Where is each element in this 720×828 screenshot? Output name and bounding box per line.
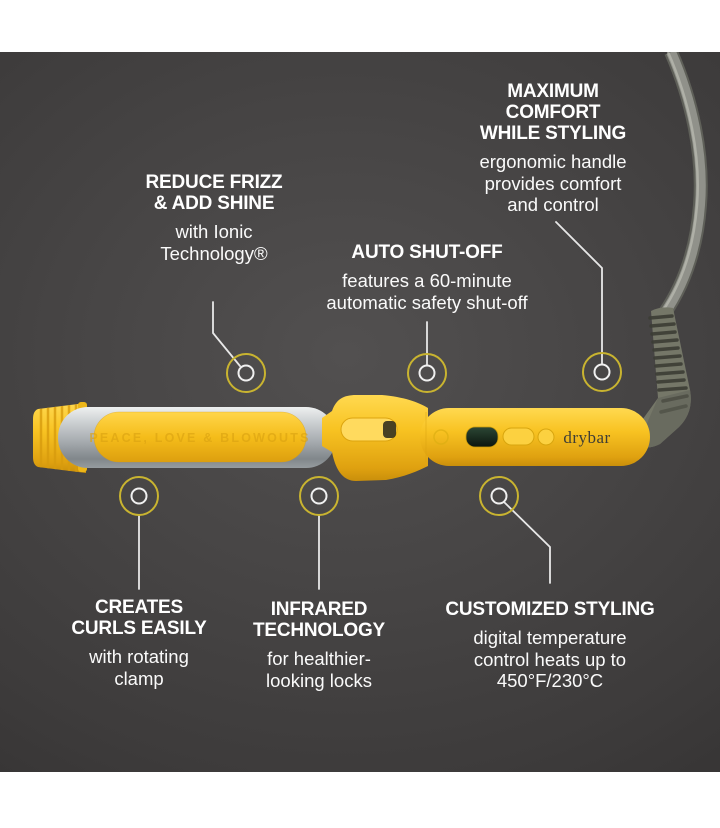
text-line: CUSTOMIZED STYLING: [445, 599, 655, 620]
callout-lines: [138, 221, 603, 590]
text-line: and control: [507, 194, 599, 215]
handle: [420, 408, 650, 466]
callout-markers: [119, 352, 622, 516]
text-line: CURLS EASILY: [71, 618, 207, 639]
feature-title: REDUCE FRIZZ& ADD SHINE: [94, 172, 334, 214]
top-white-margin: [0, 0, 720, 52]
clamp-plate: [93, 411, 307, 463]
text-line: Technology®: [160, 242, 268, 264]
bottom-white-margin: [0, 772, 720, 828]
power-button: [433, 429, 449, 445]
text-line: provides comfort: [484, 172, 622, 194]
clamp-lever: [340, 417, 398, 442]
callout-line-reduce-frizz: [212, 301, 241, 367]
strain-relief-elbow: [638, 390, 691, 448]
curling-iron: PEACE, LOVE & BLOWOUTS drybar: [33, 395, 650, 481]
power-cord-body: [659, 49, 706, 317]
text-line: ergonomic handle: [479, 151, 627, 172]
clamp-lever-notch: [383, 421, 396, 438]
text-line: INFRARED: [270, 599, 368, 620]
marker-auto-shutoff: [407, 353, 447, 393]
text-line: 450°F/230°C: [496, 670, 604, 691]
text-line: with rotating: [89, 646, 189, 667]
marker-customized: [479, 476, 519, 516]
cord-strain-relief: [634, 307, 691, 448]
clamp-engraving: PEACE, LOVE & BLOWOUTS: [89, 431, 310, 445]
temperature-display: [465, 426, 499, 448]
feature-title: CUSTOMIZED STYLING: [420, 599, 680, 620]
text-line: digital temperature: [473, 627, 627, 648]
text-line: control heats up to: [473, 648, 627, 670]
power-cord: [658, 49, 708, 318]
marker-maximum-comfort: [582, 352, 622, 392]
feature-subtitle: for healthier-looking locks: [209, 648, 429, 691]
brand-logo: drybar: [563, 428, 610, 447]
text-line: with Ionic: [175, 221, 253, 242]
text-line: clamp: [114, 667, 164, 689]
text-line: AUTO SHUT-OFF: [351, 242, 503, 263]
power-cord-highlight: [660, 51, 699, 313]
callout-line-customized: [503, 501, 551, 584]
text-line: for healthier-: [267, 648, 371, 669]
text-line: TECHNOLOGY: [252, 620, 386, 641]
strain-relief-ribs: [648, 314, 689, 414]
text-line: looking locks: [266, 669, 372, 691]
text-line: automatic safety shut-off: [326, 291, 528, 313]
pill-button: [502, 427, 535, 446]
callout-line-maximum-comfort: [555, 221, 603, 365]
text-line: COMFORT: [505, 102, 601, 123]
text-line: features a 60-minute: [342, 270, 512, 291]
marker-infrared: [299, 476, 339, 516]
text-line: & ADD SHINE: [153, 193, 275, 214]
text-line: CREATES: [95, 597, 183, 618]
text-line: WHILE STYLING: [479, 123, 627, 144]
marker-reduce-frizz: [226, 353, 266, 393]
round-button: [537, 428, 555, 446]
text-line: REDUCE FRIZZ: [145, 172, 283, 193]
feature-title: AUTO SHUT-OFF: [277, 242, 577, 263]
marker-creates-curls: [119, 476, 159, 516]
text-line: MAXIMUM: [507, 81, 599, 102]
